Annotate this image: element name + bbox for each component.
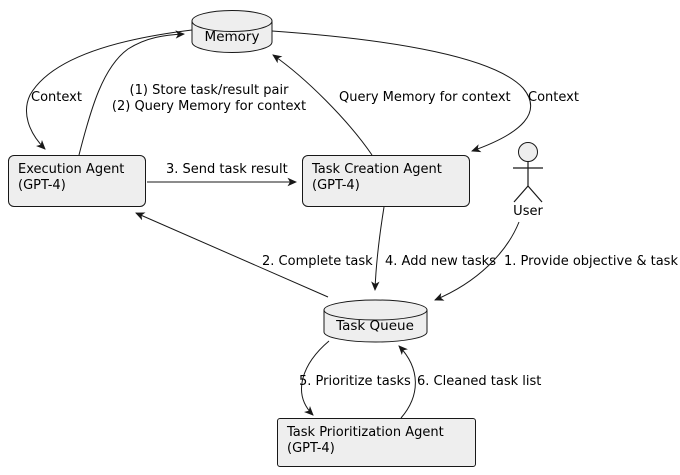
edge-memory-to-creation-context: [271, 30, 532, 153]
edge-label-provide-objective: 1. Provide objective & task: [504, 254, 678, 269]
edge-label-cleaned-task-list: 6. Cleaned task list: [417, 374, 542, 389]
task-queue-label: Task Queue: [336, 318, 414, 334]
edge-queue-to-prioritization: [301, 340, 330, 416]
edge-queue-to-execution-complete: [135, 212, 329, 298]
edge-label-prioritize-tasks: 5. Prioritize tasks: [299, 374, 411, 389]
edge-memory-to-execution-context: [26, 29, 193, 150]
task-prioritization-agent-node: Task Prioritization Agent (GPT-4): [277, 418, 476, 467]
execution-agent-node: Execution Agent (GPT-4): [8, 155, 146, 207]
edge-label-send-task-result: 3. Send task result: [166, 162, 288, 177]
edge-prioritization-to-queue: [398, 345, 416, 419]
task-creation-agent-node: Task Creation Agent (GPT-4): [302, 155, 470, 207]
edge-label-add-new-tasks: 4. Add new tasks: [385, 254, 496, 269]
edge-label-store-query-line1: (1) Store task/result pair: [129, 83, 289, 98]
memory-database-shape: [191, 10, 273, 53]
edge-label-context-left: Context: [31, 90, 82, 105]
task-creation-agent-subtitle: (GPT-4): [312, 178, 360, 193]
edge-user-to-queue-provide-objective: [434, 221, 520, 301]
task-queue-database-shape: [323, 299, 428, 343]
execution-agent-subtitle: (GPT-4): [18, 178, 66, 193]
task-creation-agent-title: Task Creation Agent: [312, 162, 442, 177]
edge-label-context-right: Context: [528, 90, 579, 105]
edge-label-store-query: (1) Store task/result pair (2) Query Mem…: [112, 83, 306, 115]
user-actor-icon: [513, 142, 543, 203]
edge-label-complete-task: 2. Complete task: [262, 254, 373, 269]
memory-label: Memory: [204, 29, 260, 45]
edge-execution-to-memory-store-query: [78, 30, 185, 156]
user-label: User: [513, 204, 543, 219]
edge-label-query-memory: Query Memory for context: [339, 90, 511, 105]
edge-creation-to-queue-add-tasks: [371, 206, 385, 291]
task-prioritization-agent-title: Task Prioritization Agent: [287, 425, 444, 440]
task-prioritization-agent-subtitle: (GPT-4): [287, 441, 335, 456]
execution-agent-title: Execution Agent: [18, 162, 125, 177]
edge-label-store-query-line2: (2) Query Memory for context: [111, 99, 307, 114]
edge-creation-to-memory-query: [272, 54, 373, 156]
